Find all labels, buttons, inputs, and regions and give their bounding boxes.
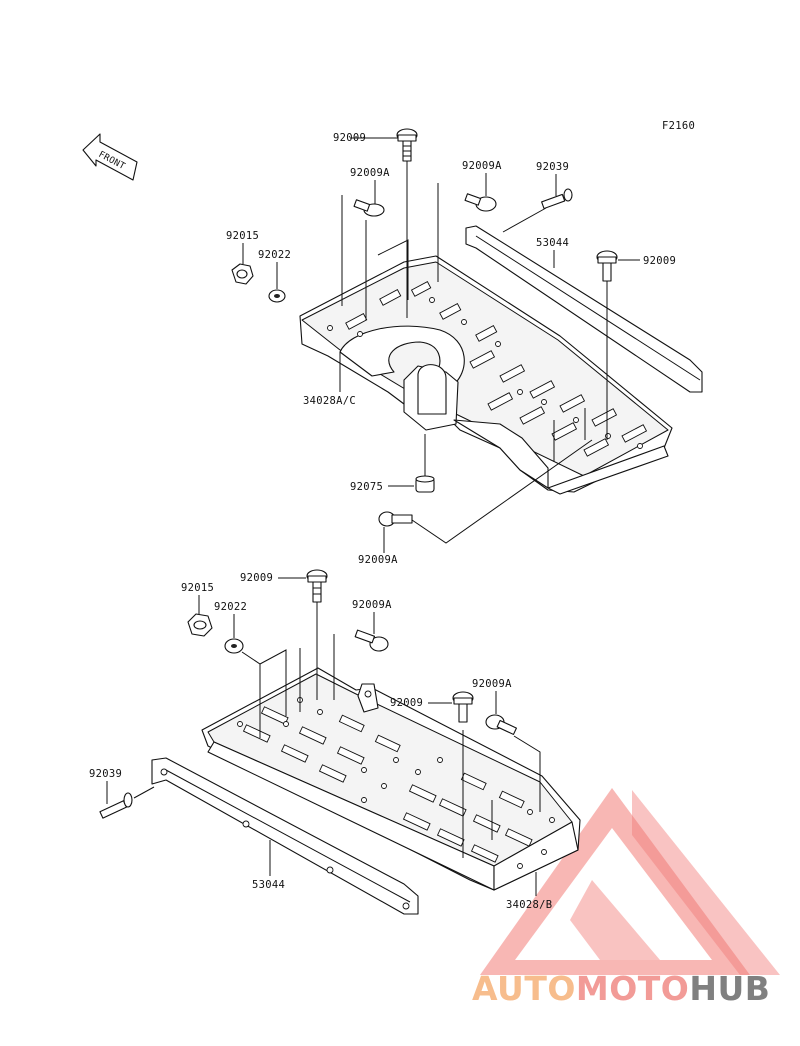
- label-l-53044: 53044: [252, 879, 285, 891]
- carrier-slots-lower: [237, 697, 555, 869]
- label-u-92039: 92039: [536, 161, 569, 173]
- washer-92022-upper: [268, 289, 286, 303]
- watermark-text-hub: HUB: [689, 969, 770, 1008]
- watermark-triangle-icon: [480, 788, 780, 975]
- label-u-92009A-bottom: 92009A: [358, 554, 398, 566]
- bolt-92009A-mid: [464, 193, 497, 212]
- label-u-92009A-left: 92009A: [350, 167, 390, 179]
- carrier-34028B: [201, 667, 581, 891]
- label-l-92009-mid: 92009: [390, 697, 423, 709]
- pin-92039-upper: [541, 188, 573, 210]
- label-u-92009-right: 92009: [643, 255, 676, 267]
- bolt-92009A-left: [353, 199, 385, 217]
- pin-92039-lower: [99, 792, 133, 819]
- bolt-92009-right: [596, 250, 618, 282]
- grommet-92075: [415, 475, 435, 493]
- watermark-logo: AUTOMOTOHUB: [472, 788, 780, 1008]
- label-l-92009A-right: 92009A: [472, 678, 512, 690]
- side-rail-53044-lower: [151, 757, 419, 915]
- label-u-53044: 53044: [536, 237, 569, 249]
- label-u-92075: 92075: [350, 481, 383, 493]
- lower-carrier-assembly: 92009 92015 92022 92009A: [89, 569, 581, 915]
- bolt-92009-top: [396, 128, 418, 162]
- label-l-92009A-left: 92009A: [352, 599, 392, 611]
- carrier-34028AC: [299, 255, 673, 495]
- upper-carrier-assembly: 92009 92009A 92009A 92039: [226, 128, 703, 566]
- bolt-92009A-lower-left: [354, 629, 389, 652]
- nut-92015-upper: [231, 263, 254, 285]
- side-rail-53044-upper: [465, 225, 703, 393]
- label-l-92015: 92015: [181, 582, 214, 594]
- watermark-text-auto: AUTO: [472, 969, 576, 1008]
- label-u-92015: 92015: [226, 230, 259, 242]
- label-u-92022: 92022: [258, 249, 291, 261]
- label-l-92039: 92039: [89, 768, 122, 780]
- svg-text:AUTOMOTOHUB: AUTOMOTOHUB: [472, 969, 770, 1008]
- figure-code: F2160: [662, 120, 695, 132]
- label-l-34028B: 34028/B: [506, 899, 552, 911]
- bolt-92009A-bottom: [378, 511, 413, 527]
- label-l-92009-top: 92009: [240, 572, 273, 584]
- bolt-92009-lower-top: [306, 569, 328, 603]
- nut-92015-lower: [187, 613, 213, 637]
- carrier-slots-upper: [327, 281, 648, 457]
- label-u-92009A-mid: 92009A: [462, 160, 502, 172]
- label-u-92009-top: 92009: [333, 132, 366, 144]
- bolt-92009-lower-mid: [452, 691, 474, 723]
- bolt-92009A-lower-right: [485, 714, 517, 735]
- washer-92022-lower: [224, 638, 244, 654]
- label-u-34028AC: 34028A/C: [303, 395, 356, 407]
- label-l-92022: 92022: [214, 601, 247, 613]
- watermark-text-moto: MOTO: [576, 969, 689, 1008]
- front-arrow-icon: FRONT: [82, 133, 138, 181]
